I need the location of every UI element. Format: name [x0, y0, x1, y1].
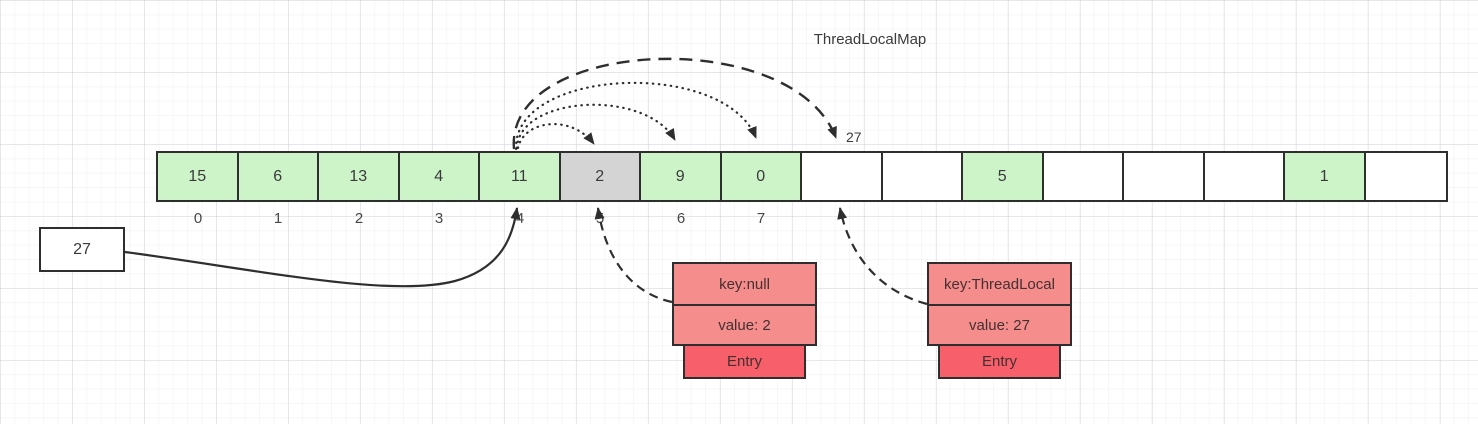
entry-box-threadlocal: key:ThreadLocal value: 27 Entry: [927, 262, 1072, 379]
array-cell-2: 13: [319, 153, 400, 200]
array-cell-9: [882, 153, 963, 200]
index-label-5: 5: [595, 210, 605, 227]
entry-null-footer: Entry: [683, 344, 806, 379]
index-label-7: 7: [756, 210, 766, 227]
array-cell-11: [1043, 153, 1124, 200]
probe-arc-cell5: [516, 122, 596, 150]
entry-null-key: key:null: [672, 262, 817, 306]
index-label-1: 1: [273, 210, 283, 227]
rehash-target-label: 27: [846, 129, 862, 145]
entry-threadlocal-value: value: 27: [927, 304, 1072, 346]
entry-box-null: key:null value: 2 Entry: [672, 262, 817, 379]
threadlocalmap-array: 15 6 13 4 11 2 9 0 5 1: [156, 151, 1448, 202]
index-label-2: 2: [354, 210, 364, 227]
index-label-3: 3: [434, 210, 444, 227]
array-cell-4: 11: [480, 153, 561, 200]
probe-arc-cell6: [515, 103, 677, 150]
array-cell-0: 15: [158, 153, 239, 200]
probe-arc-cell7: [514, 81, 758, 151]
array-cell-14: 1: [1285, 153, 1366, 200]
index-label-4: 4: [515, 210, 525, 227]
entry-null-value: value: 2: [672, 304, 817, 346]
array-cell-6: 9: [641, 153, 722, 200]
array-cell-3: 4: [399, 153, 480, 200]
array-cell-15: [1365, 153, 1446, 200]
rehash-arc-cell8: [512, 57, 838, 150]
array-cell-1: 6: [238, 153, 319, 200]
entry-threadlocal-key: key:ThreadLocal: [927, 262, 1072, 306]
index-label-0: 0: [193, 210, 203, 227]
array-cell-7: 0: [721, 153, 802, 200]
value-box-27: 27: [39, 227, 125, 272]
array-cell-12: [1124, 153, 1205, 200]
array-cell-8: [802, 153, 883, 200]
array-cell-13: [1204, 153, 1285, 200]
entry-threadlocal-footer: Entry: [938, 344, 1061, 379]
arrow-entrythreadlocal-to-cell8: [837, 207, 928, 306]
array-cell-5: 2: [560, 153, 641, 200]
diagram-title: ThreadLocalMap: [813, 31, 927, 48]
array-cell-10: 5: [963, 153, 1044, 200]
index-label-6: 6: [676, 210, 686, 227]
